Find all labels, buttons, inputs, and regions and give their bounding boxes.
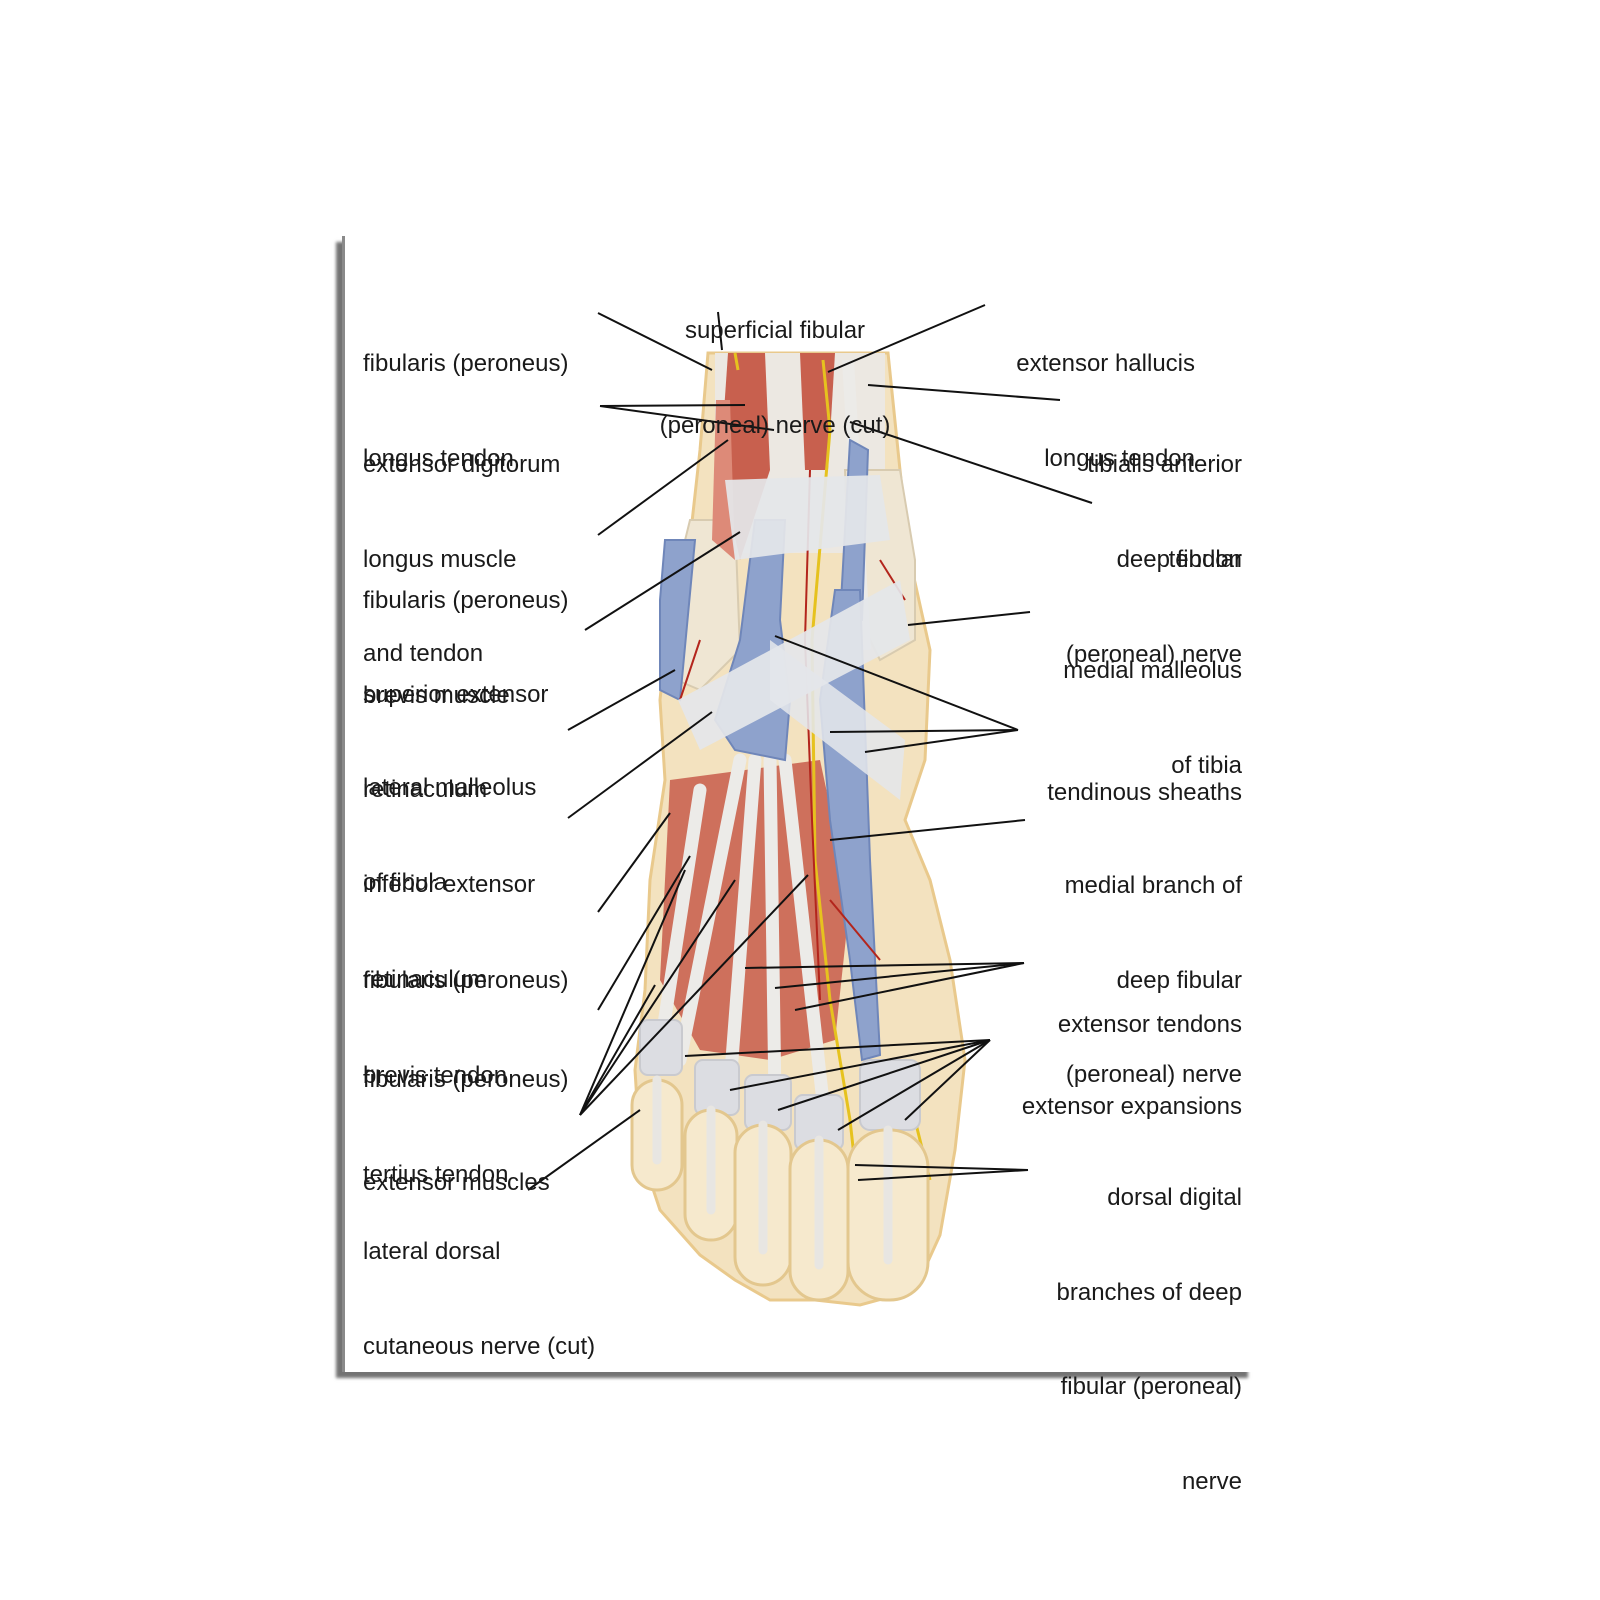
label-tibialis-anterior: tibialis anterior tendon (1087, 451, 1242, 573)
inferior-retinaculum-lower (770, 640, 905, 800)
label-fibularis-tertius-tendon: fibularis (peroneus) tertius tendon (363, 1066, 569, 1188)
label-superior-extensor-retinaculum: superior extensor retinaculum (363, 681, 549, 803)
fibularis-brevis-muscle (712, 400, 735, 560)
label-extensor-tendons: extensor tendons (1057, 1011, 1242, 1038)
superior-retinaculum (725, 475, 890, 560)
poster-edge (342, 236, 345, 1372)
arteries-group (679, 469, 906, 1001)
toe-tendons (652, 1075, 893, 1270)
label-lateral-dorsal-cutaneous-nerve: lateral dorsal cutaneous nerve (cut) (363, 1238, 596, 1360)
extensor-tendons-group (653, 753, 832, 1127)
leader-lines (527, 304, 1093, 1191)
label-medial-branch-deep-fibular: medial branch of deep fibular (peroneal)… (1064, 872, 1242, 1088)
label-fibularis-brevis-tendon: fibularis (peroneus) brevis tendon (363, 967, 569, 1089)
label-extensor-expansions: extensor expansions (1021, 1093, 1242, 1120)
label-lateral-malleolus: lateral malleolus of fibula (363, 774, 537, 896)
label-medial-malleolus: medial malleolus of tibia (1063, 657, 1242, 779)
label-extensor-digitorum-longus: extensor digitorum longus muscle and ten… (363, 451, 561, 667)
label-superficial-fibular-nerve: superficial fibular (peroneal) nerve (cu… (659, 317, 891, 439)
label-extensor-muscles: extensor muscles (363, 1169, 550, 1196)
label-tendinous-sheaths: tendinous sheaths (1047, 779, 1242, 806)
label-deep-fibular-nerve: deep fibular (peroneal) nerve (1065, 546, 1242, 668)
label-fibularis-brevis-muscle: fibularis (peroneus) brevis muscle (363, 587, 569, 709)
label-inferior-extensor-retinaculum: inferior extensor retinaculum (363, 871, 536, 993)
label-fibularis-longus-tendon: fibularis (peroneus) longus tendon (363, 350, 569, 472)
label-dorsal-digital-branches: dorsal digital branches of deep fibular … (1056, 1184, 1242, 1495)
label-extensor-hallucis-longus: extensor hallucis longus tendon (1016, 350, 1195, 472)
